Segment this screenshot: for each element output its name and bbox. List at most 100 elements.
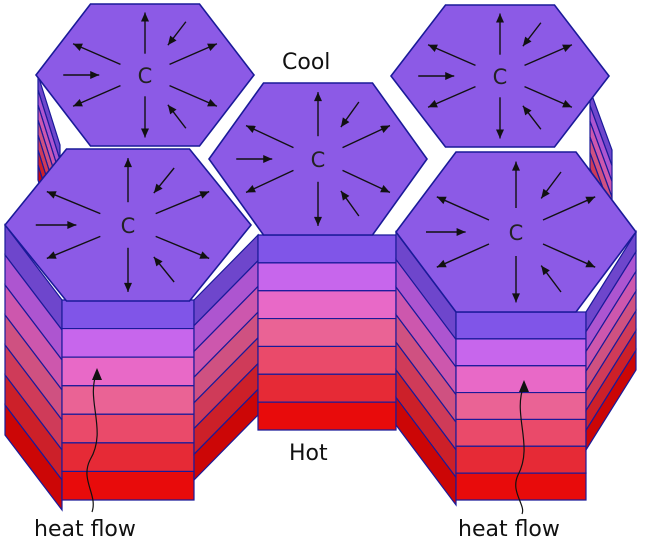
arrow-center-in-4 [340,190,360,217]
arrow-back-left-out-5-head [73,98,83,107]
cell-center-label-center: C [311,148,326,172]
arrow-back-right-out-2 [524,44,573,66]
front-left-east-face [193,233,259,482]
cell-center-label-front-right: C [509,221,524,245]
arrow-back-right-in-0-head [445,72,455,80]
arrow-back-left-out-0 [72,43,121,65]
arrow-back-right-out-4-head [496,129,504,139]
front-left-west-face [4,223,63,512]
arrow-back-right-in-2-head [522,36,532,47]
arrow-back-left-out-2 [169,43,218,65]
arrow-front-left-in-0-head [67,221,77,229]
arrow-front-right-in-4-head [541,265,550,276]
arrow-back-right-out-1 [496,13,504,55]
arrow-front-left-out-5 [46,235,101,260]
front-right-east-face [585,229,637,453]
arrow-front-right-out-2-shaft [542,196,596,221]
arrow-back-right-out-3 [524,86,573,108]
arrow-front-left-out-0 [46,190,101,215]
arrow-front-right-out-1 [512,161,520,208]
hot-label: Hot [289,441,328,466]
front-right-front-face [455,311,587,501]
arrow-back-right-out-0 [427,44,476,66]
arrow-center-out-1 [314,92,322,137]
arrow-front-left-in-4 [153,256,175,283]
arrow-center-out-3-head [380,185,390,193]
center-front-face-layer-3 [257,290,397,320]
arrow-front-right-in-4 [540,265,562,293]
arrow-back-left-in-0-head [90,71,100,79]
cool-label: Cool [282,50,330,75]
arrow-front-left-in-2 [153,167,175,194]
arrow-back-right-in-4-head [522,105,532,116]
arrow-front-right-out-0-head [436,196,447,205]
cell-top-back-left [34,3,256,147]
heat-flow-arrowhead-right [519,380,529,392]
arrow-front-left-out-3-shaft [155,235,210,260]
arrow-front-left-out-0-head [46,191,57,199]
front-left-front-face-layer-4 [61,385,195,415]
arrow-front-right-out-3-shaft [542,243,596,268]
arrow-back-right-in-0 [418,72,455,80]
front-left-west-face-layer-7 [4,403,63,512]
arrow-center-out-3 [342,169,391,194]
center-front-face-layer-6 [257,373,397,403]
arrow-front-right-in-0-head [456,228,466,236]
arrow-front-left-out-2-shaft [155,190,210,215]
arrow-back-left-in-4-head [167,104,177,115]
flow-arrows [35,12,596,303]
arrow-center-in-2 [340,101,360,128]
arrow-front-right-out-5-head [436,259,447,268]
arrow-front-left-out-1 [124,158,132,203]
arrow-back-right-out-0-head [428,44,438,53]
arrow-front-left-out-3 [155,235,210,260]
front-right-west-face-layer-7 [395,395,457,507]
arrow-back-right-out-3-head [562,99,572,108]
arrow-front-left-out-1-head [124,158,132,168]
arrow-back-left-out-4-head [141,128,149,138]
front-left-front-face [61,299,195,501]
arrow-back-left-in-4 [167,104,187,129]
arrow-back-left-out-3 [169,85,218,107]
arrow-front-right-out-5-shaft [436,243,490,268]
arrow-center-out-4 [314,181,322,226]
arrow-back-right-in-4 [522,105,542,130]
arrow-back-left-out-1-head [141,12,149,22]
arrow-center-in-0-head [263,155,273,163]
arrow-back-right-out-2-head [562,44,572,53]
front-left-front-face-layer-2 [61,327,195,358]
center-front-face [257,234,397,431]
front-right-east-face-layer-7 [585,348,637,453]
arrow-center-out-5-head [246,185,256,193]
arrow-front-right-out-2-head [585,196,596,205]
arrow-center-out-0 [245,124,294,149]
center-front-face-layer-5 [257,345,397,375]
arrow-front-left-out-4 [124,247,132,292]
cell-top-front-right [395,151,637,313]
front-right-front-face-layer-5 [455,418,587,447]
arrow-front-left-out-5-shaft [46,235,101,260]
heat-flow-arrowhead-left [92,368,102,380]
arrow-front-left-out-0-shaft [46,190,101,215]
cell-top-back-right [389,4,611,148]
arrow-front-right-in-0 [426,228,466,236]
arrow-front-right-out-0-shaft [436,196,490,221]
front-right-west-face [395,230,457,507]
arrow-center-out-2-head [380,125,390,133]
arrow-front-left-in-4-head [153,256,163,267]
front-right-front-face-layer-7 [455,472,587,501]
arrow-back-left-in-0 [63,71,100,79]
arrow-front-right-out-4 [512,256,520,303]
arrow-front-left-out-2 [155,190,210,215]
arrow-center-in-0 [236,155,273,163]
arrow-center-out-0-head [246,125,256,133]
front-left-front-face-layer-7 [61,470,195,501]
front-right-front-face-layer-1 [455,311,587,340]
arrow-front-right-out-1-head [512,161,520,171]
arrow-back-left-out-5 [72,85,121,107]
front-right-front-face-layer-2 [455,338,587,367]
arrow-center-in-4-head [340,190,350,201]
heat-flow-label-left: heat flow [34,517,136,542]
